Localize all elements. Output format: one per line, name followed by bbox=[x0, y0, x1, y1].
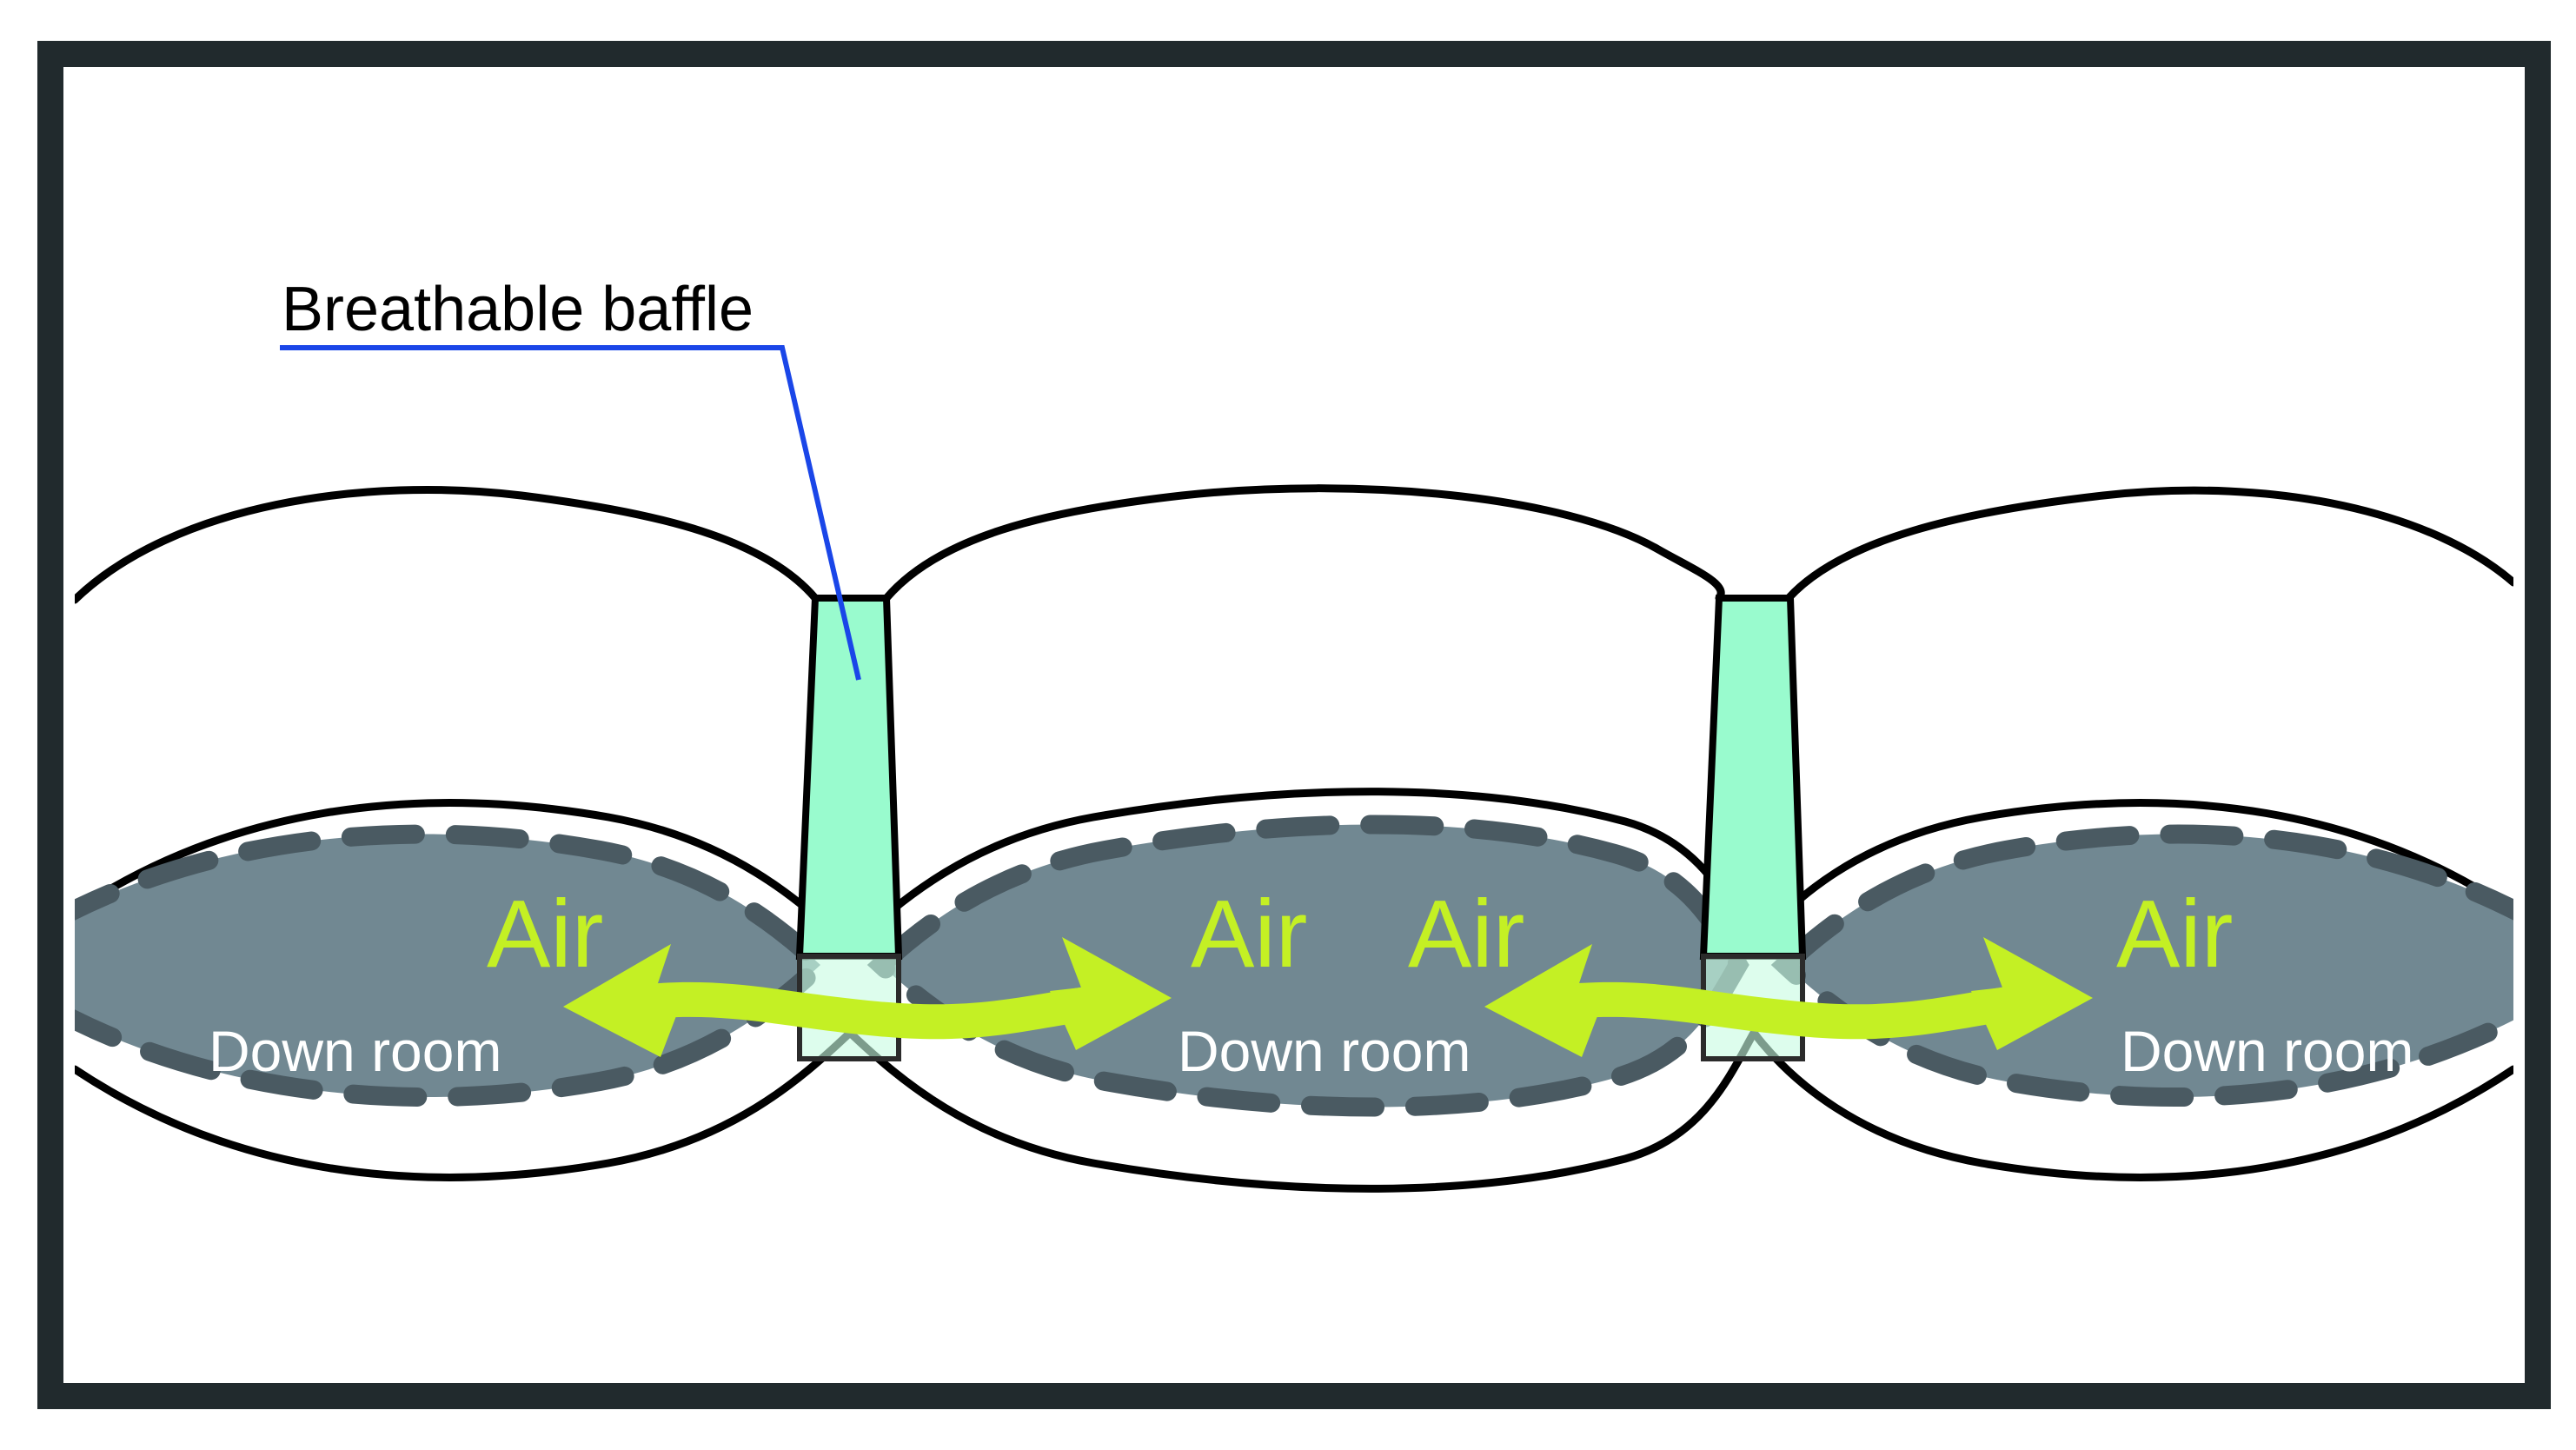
air-arrow-left-head-right bbox=[1050, 937, 1172, 1050]
air-arrow-right-head-left bbox=[1484, 944, 1604, 1057]
air-arrow-right-head bbox=[1971, 937, 2093, 1050]
down-room-label-1: Down room bbox=[209, 1019, 501, 1083]
air-flow-arrow-left bbox=[563, 937, 1172, 1057]
down-room-labels: Down room Down room Down room bbox=[209, 1019, 2413, 1083]
down-room-group bbox=[75, 815, 2513, 1117]
baffle-left-upper bbox=[795, 595, 903, 960]
down-room-3-fill bbox=[1785, 834, 2513, 1098]
air-arrow-right-shaft bbox=[1521, 981, 2051, 1040]
upper-shell-arcs bbox=[75, 484, 2513, 604]
lower-shell-top-edge bbox=[75, 788, 2513, 955]
lower-shell-outline bbox=[75, 788, 2513, 1193]
air-label-4: Air bbox=[2116, 881, 2233, 988]
down-room-label-3: Down room bbox=[2121, 1019, 2413, 1083]
breathable-baffle-right[interactable] bbox=[1699, 595, 1807, 1061]
upper-arc-right bbox=[1784, 486, 2513, 602]
diagram-content: Air Air Air Air Down room Down room Down… bbox=[75, 275, 2513, 1193]
callout-leader-line bbox=[280, 345, 861, 681]
air-flow-arrow-right bbox=[1484, 937, 2093, 1057]
breathable-baffle-label: Breathable baffle bbox=[282, 275, 754, 344]
down-room-3-dashed-border bbox=[1770, 824, 2513, 1107]
breathable-baffle-left[interactable] bbox=[795, 595, 903, 1061]
diagram-frame bbox=[37, 41, 2551, 1409]
air-label-2: Air bbox=[1191, 881, 1307, 988]
breathable-baffle-callout-leader bbox=[280, 345, 861, 681]
air-labels: Air Air Air Air bbox=[487, 881, 2233, 988]
down-room-label-2: Down room bbox=[1178, 1019, 1471, 1083]
upper-arc-middle bbox=[882, 484, 1725, 602]
air-arrow-left-shaft bbox=[600, 981, 1130, 1040]
air-label-3: Air bbox=[1408, 881, 1524, 988]
down-room-1-dashed-border bbox=[75, 824, 835, 1107]
air-arrow-left-head bbox=[563, 944, 683, 1057]
lower-shell-bottom-edge bbox=[75, 1025, 2513, 1193]
air-label-1: Air bbox=[487, 881, 603, 988]
baffle-right-upper bbox=[1699, 595, 1807, 960]
upper-arc-left bbox=[75, 485, 820, 604]
down-room-3 bbox=[1770, 824, 2513, 1107]
